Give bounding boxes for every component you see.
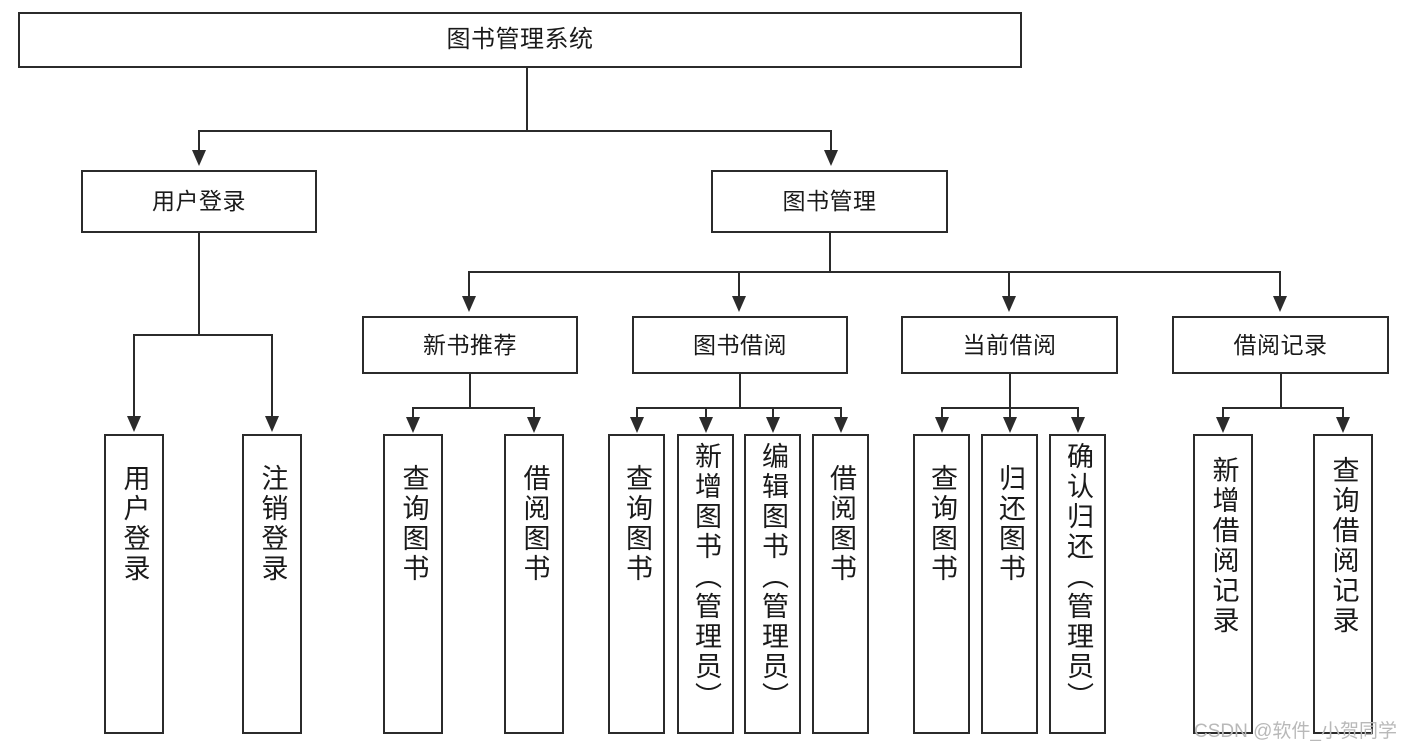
leaf-confirm-return-label: 确认归还（管理员） (1063, 442, 1093, 712)
edge-root-to-book-manage (830, 130, 832, 152)
leaf-query-book-2[interactable]: 查询图书 (608, 434, 665, 734)
leaf-query-book-3-label: 查询图书 (927, 464, 957, 584)
edge-user-login-drop-2 (271, 334, 273, 418)
arrow-book-manage-child-4 (1273, 296, 1287, 312)
arrow-book-manage-child-1 (462, 296, 476, 312)
leaf-query-record[interactable]: 查询借阅记录 (1313, 434, 1373, 734)
arrow-current-borrow-leaf-2 (1003, 417, 1017, 433)
edge-book-borrow-stem (739, 374, 741, 408)
edge-borrow-record-drop-2 (1342, 407, 1344, 419)
edge-book-borrow-drop-3 (772, 407, 774, 419)
arrow-current-borrow-leaf-3 (1071, 417, 1085, 433)
edge-book-manage-drop-3 (1008, 271, 1010, 298)
csdn-watermark: CSDN @软件_小贺同学 (1194, 721, 1397, 742)
edge-current-borrow-drop-2 (1009, 407, 1011, 419)
edge-book-borrow-drop-2 (705, 407, 707, 419)
leaf-borrow-book-2-label: 借阅图书 (826, 464, 856, 584)
arrow-root-to-user-login (192, 150, 206, 166)
node-borrow-record[interactable]: 借阅记录 (1172, 316, 1389, 374)
node-user-login-label: 用户登录 (152, 188, 246, 215)
arrow-book-borrow-leaf-3 (766, 417, 780, 433)
edge-new-book-rec-bar (412, 407, 535, 409)
edge-root-to-user-login (198, 130, 200, 152)
leaf-return-book-label: 归还图书 (995, 464, 1025, 584)
arrow-borrow-record-leaf-2 (1336, 417, 1350, 433)
edge-book-borrow-drop-1 (636, 407, 638, 419)
node-book-borrow-label: 图书借阅 (693, 331, 787, 358)
edge-user-login-stem (198, 233, 200, 335)
arrow-book-borrow-leaf-1 (630, 417, 644, 433)
arrow-book-manage-child-3 (1002, 296, 1016, 312)
edge-new-book-rec-drop-2 (533, 407, 535, 419)
leaf-user-login-label: 用户登录 (119, 464, 150, 584)
edge-new-book-rec-stem (469, 374, 471, 408)
leaf-query-book-1-label: 查询图书 (398, 464, 429, 584)
node-root-label: 图书管理系统 (446, 26, 594, 54)
leaf-query-record-label: 查询借阅记录 (1328, 456, 1359, 636)
edge-borrow-record-bar (1222, 407, 1344, 409)
node-root[interactable]: 图书管理系统 (18, 12, 1022, 68)
node-book-borrow[interactable]: 图书借阅 (632, 316, 848, 374)
edge-borrow-record-stem (1280, 374, 1282, 408)
node-book-manage[interactable]: 图书管理 (711, 170, 948, 233)
leaf-add-book[interactable]: 新增图书（管理员） (677, 434, 734, 734)
leaf-logout-login[interactable]: 注销登录 (242, 434, 302, 734)
leaf-add-record[interactable]: 新增借阅记录 (1193, 434, 1253, 734)
leaf-confirm-return[interactable]: 确认归还（管理员） (1049, 434, 1106, 734)
edge-root-stem (526, 68, 528, 131)
leaf-borrow-book-1-label: 借阅图书 (519, 464, 550, 584)
node-current-borrow[interactable]: 当前借阅 (901, 316, 1118, 374)
edge-book-manage-drop-2 (738, 271, 740, 298)
leaf-add-record-label: 新增借阅记录 (1208, 456, 1239, 636)
edge-book-manage-bar (468, 271, 1281, 273)
leaf-query-book-3[interactable]: 查询图书 (913, 434, 970, 734)
arrow-book-manage-child-2 (732, 296, 746, 312)
node-new-book-rec-label: 新书推荐 (423, 331, 517, 358)
arrow-borrow-record-leaf-1 (1216, 417, 1230, 433)
arrow-user-login-leaf-2 (265, 416, 279, 432)
arrow-book-borrow-leaf-2 (699, 417, 713, 433)
edge-user-login-bar (133, 334, 272, 336)
node-new-book-rec[interactable]: 新书推荐 (362, 316, 578, 374)
node-current-borrow-label: 当前借阅 (962, 331, 1057, 358)
leaf-borrow-book-1[interactable]: 借阅图书 (504, 434, 564, 734)
edge-book-borrow-bar (636, 407, 842, 409)
leaf-query-book-1[interactable]: 查询图书 (383, 434, 443, 734)
edge-book-manage-drop-4 (1279, 271, 1281, 298)
edge-borrow-record-drop-1 (1222, 407, 1224, 419)
node-book-manage-label: 图书管理 (782, 188, 877, 215)
leaf-return-book[interactable]: 归还图书 (981, 434, 1038, 734)
leaf-borrow-book-2[interactable]: 借阅图书 (812, 434, 869, 734)
leaf-edit-book[interactable]: 编辑图书（管理员） (744, 434, 801, 734)
node-user-login[interactable]: 用户登录 (81, 170, 317, 233)
edge-book-manage-stem (829, 233, 831, 272)
edge-current-borrow-drop-1 (941, 407, 943, 419)
arrow-root-to-book-manage (824, 150, 838, 166)
edge-current-borrow-drop-3 (1077, 407, 1079, 419)
node-borrow-record-label: 借阅记录 (1233, 331, 1328, 358)
arrow-book-borrow-leaf-4 (834, 417, 848, 433)
arrow-new-book-rec-leaf-1 (406, 417, 420, 433)
edge-book-manage-drop-1 (468, 271, 470, 298)
leaf-logout-login-label: 注销登录 (257, 464, 288, 584)
arrow-user-login-leaf-1 (127, 416, 141, 432)
edge-user-login-drop-1 (133, 334, 135, 418)
leaf-user-login[interactable]: 用户登录 (104, 434, 164, 734)
edge-root-bar (198, 130, 832, 132)
arrow-new-book-rec-leaf-2 (527, 417, 541, 433)
leaf-edit-book-label: 编辑图书（管理员） (758, 442, 788, 712)
edge-book-borrow-drop-4 (840, 407, 842, 419)
leaf-add-book-label: 新增图书（管理员） (691, 442, 721, 712)
arrow-current-borrow-leaf-1 (935, 417, 949, 433)
edge-new-book-rec-drop-1 (412, 407, 414, 419)
leaf-query-book-2-label: 查询图书 (622, 464, 652, 584)
edge-current-borrow-stem (1009, 374, 1011, 408)
